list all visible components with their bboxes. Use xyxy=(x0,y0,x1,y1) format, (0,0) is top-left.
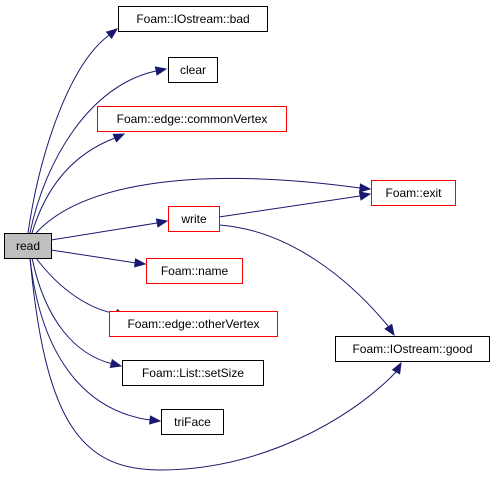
edge-line xyxy=(29,257,151,421)
node-box[interactable] xyxy=(335,336,490,362)
nodes-layer: read Foam::IOstream::badclearFoam::edge::… xyxy=(4,6,490,435)
edge-line xyxy=(50,222,158,241)
node-read[interactable]: read xyxy=(4,233,52,259)
edge-read-to-write xyxy=(50,218,169,241)
node-box[interactable] xyxy=(146,258,243,284)
edge-read-to-commonVertex xyxy=(31,133,126,234)
edge-write-to-good xyxy=(218,224,395,337)
node-box[interactable] xyxy=(371,180,456,206)
edge-line xyxy=(31,137,116,234)
edge-line xyxy=(27,35,109,234)
arrowhead xyxy=(359,183,372,193)
node-box[interactable] xyxy=(4,233,52,259)
arrowhead xyxy=(112,133,126,143)
node-clear[interactable]: clear xyxy=(168,57,218,83)
edge-line xyxy=(218,224,389,327)
arrowhead xyxy=(105,28,119,40)
edge-line xyxy=(29,70,157,234)
edge-line xyxy=(35,257,119,315)
edge-line xyxy=(35,178,361,234)
edge-line xyxy=(218,195,361,218)
node-box[interactable] xyxy=(122,360,264,386)
node-label: write xyxy=(180,212,207,226)
edge-line xyxy=(31,257,114,365)
edge-connector xyxy=(107,34,111,37)
edge-read-to-bad xyxy=(27,28,119,234)
node-label: clear xyxy=(180,63,206,77)
node-triFace[interactable]: triFace xyxy=(161,409,224,435)
node-box[interactable] xyxy=(97,106,287,132)
node-box[interactable] xyxy=(168,206,220,232)
node-label: read xyxy=(16,239,40,253)
arrowhead xyxy=(391,361,402,375)
node-label: Foam::exit xyxy=(385,186,442,200)
edge-read-to-setSize xyxy=(31,257,123,369)
edge-line xyxy=(50,249,137,264)
arrowhead xyxy=(384,323,395,337)
edge-read-to-exit xyxy=(35,178,372,234)
node-label: Foam::edge::otherVertex xyxy=(127,317,259,331)
arrowhead xyxy=(109,358,123,369)
edge-read-to-clear xyxy=(29,66,168,234)
node-label: Foam::edge::commonVertex xyxy=(117,112,268,126)
edge-read-to-good xyxy=(29,257,402,471)
arrowhead xyxy=(149,415,162,425)
node-write[interactable]: write xyxy=(168,206,220,232)
edges-layer xyxy=(27,28,402,471)
node-label: Foam::IOstream::good xyxy=(352,342,472,356)
edge-read-to-name xyxy=(50,249,147,268)
node-commonVertex[interactable]: Foam::edge::commonVertex xyxy=(97,106,287,132)
node-box[interactable] xyxy=(168,57,218,83)
edge-line xyxy=(29,257,397,471)
edge-write-to-exit xyxy=(218,191,372,218)
node-label: Foam::IOstream::bad xyxy=(136,12,249,26)
node-otherVertex[interactable]: Foam::edge::otherVertex xyxy=(109,311,278,337)
node-good[interactable]: Foam::IOstream::good xyxy=(335,336,490,362)
edge-read-to-triFace xyxy=(29,257,162,425)
node-bad[interactable]: Foam::IOstream::bad xyxy=(118,6,268,32)
node-box[interactable] xyxy=(161,409,224,435)
edge-connector xyxy=(395,370,398,373)
node-box[interactable] xyxy=(109,311,278,337)
node-exit[interactable]: Foam::exit xyxy=(371,180,456,206)
edge-connector xyxy=(387,325,390,328)
node-box[interactable] xyxy=(118,6,268,32)
node-label: Foam::List::setSize xyxy=(142,366,244,380)
node-label: triFace xyxy=(174,415,211,429)
node-name[interactable]: Foam::name xyxy=(146,258,243,284)
node-setSize[interactable]: Foam::List::setSize xyxy=(122,360,264,386)
node-label: Foam::name xyxy=(161,264,229,278)
arrowhead xyxy=(134,258,147,268)
